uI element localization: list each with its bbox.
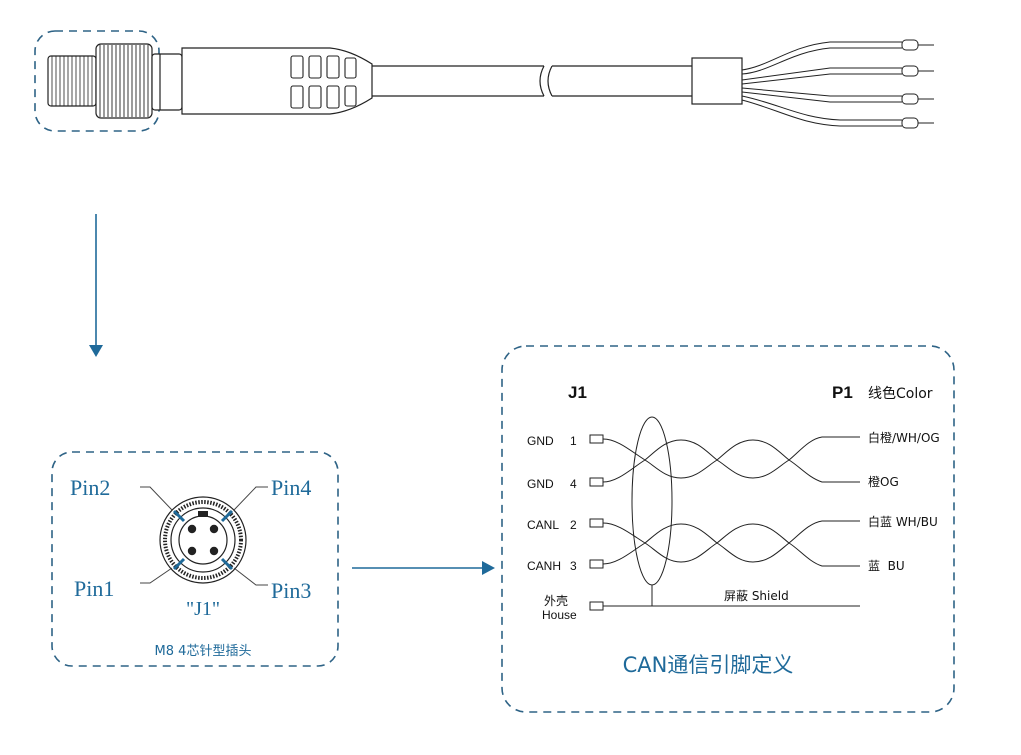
pin4-label: Pin4 bbox=[271, 475, 311, 500]
pin2-label: Pin2 bbox=[70, 475, 110, 500]
down-arrow bbox=[89, 214, 103, 357]
cable-assembly-drawing bbox=[34, 30, 934, 132]
row4-color: 蓝 BU bbox=[868, 559, 905, 573]
pin1-contact bbox=[187, 546, 197, 556]
pin4-contact bbox=[209, 524, 219, 534]
row1-color: 白橙/WH/OG bbox=[868, 430, 940, 445]
pin3-contact bbox=[209, 546, 219, 556]
wiring-panel-border bbox=[501, 345, 955, 713]
j1-header: J1 bbox=[568, 383, 587, 402]
pin1-label: Pin1 bbox=[74, 576, 114, 601]
plug-collar bbox=[151, 53, 183, 111]
twisted-pair-wires bbox=[602, 416, 860, 607]
row3-color: 白蓝 WH/BU bbox=[868, 514, 938, 529]
row2-pin: 4 bbox=[570, 477, 577, 491]
plug-overmold bbox=[181, 47, 373, 115]
row2-color: 橙OG bbox=[868, 474, 899, 489]
m8-connector-face bbox=[159, 496, 247, 584]
pin3-label: Pin3 bbox=[271, 578, 311, 603]
row4-signal: CANH bbox=[527, 559, 561, 573]
connector-face-panel: Pin2 Pin4 Pin1 Pin3 "J1" M8 4芯针型插头 bbox=[51, 451, 339, 667]
shell-label-cn: 外壳 bbox=[544, 594, 568, 608]
wire-ferrules bbox=[901, 39, 934, 129]
connector-id-label: "J1" bbox=[186, 598, 220, 620]
row2-signal: GND bbox=[527, 477, 554, 491]
right-arrow bbox=[352, 561, 495, 575]
wiring-title: CAN通信引脚定义 bbox=[623, 653, 794, 677]
shell-label-en: House bbox=[542, 608, 577, 622]
color-header: 线色Color bbox=[868, 385, 933, 402]
connector-caption: M8 4芯针型插头 bbox=[155, 644, 252, 659]
pin-leader-lines bbox=[140, 486, 268, 586]
row1-pin: 1 bbox=[570, 434, 577, 448]
row3-pin: 2 bbox=[570, 518, 577, 532]
cable-sleeve bbox=[691, 57, 743, 105]
p1-header: P1 bbox=[832, 383, 853, 402]
pin2-contact bbox=[187, 524, 197, 534]
pin-terminals bbox=[589, 434, 604, 611]
row3-signal: CANL bbox=[527, 518, 559, 532]
connector-panel-border bbox=[51, 451, 339, 667]
wiring-panel: J1 P1 线色Color GND GND CANL CANH 1 4 2 3 bbox=[501, 345, 955, 713]
row4-pin: 3 bbox=[570, 559, 577, 573]
shield-label: 屏蔽 Shield bbox=[724, 589, 789, 603]
row1-signal: GND bbox=[527, 434, 554, 448]
